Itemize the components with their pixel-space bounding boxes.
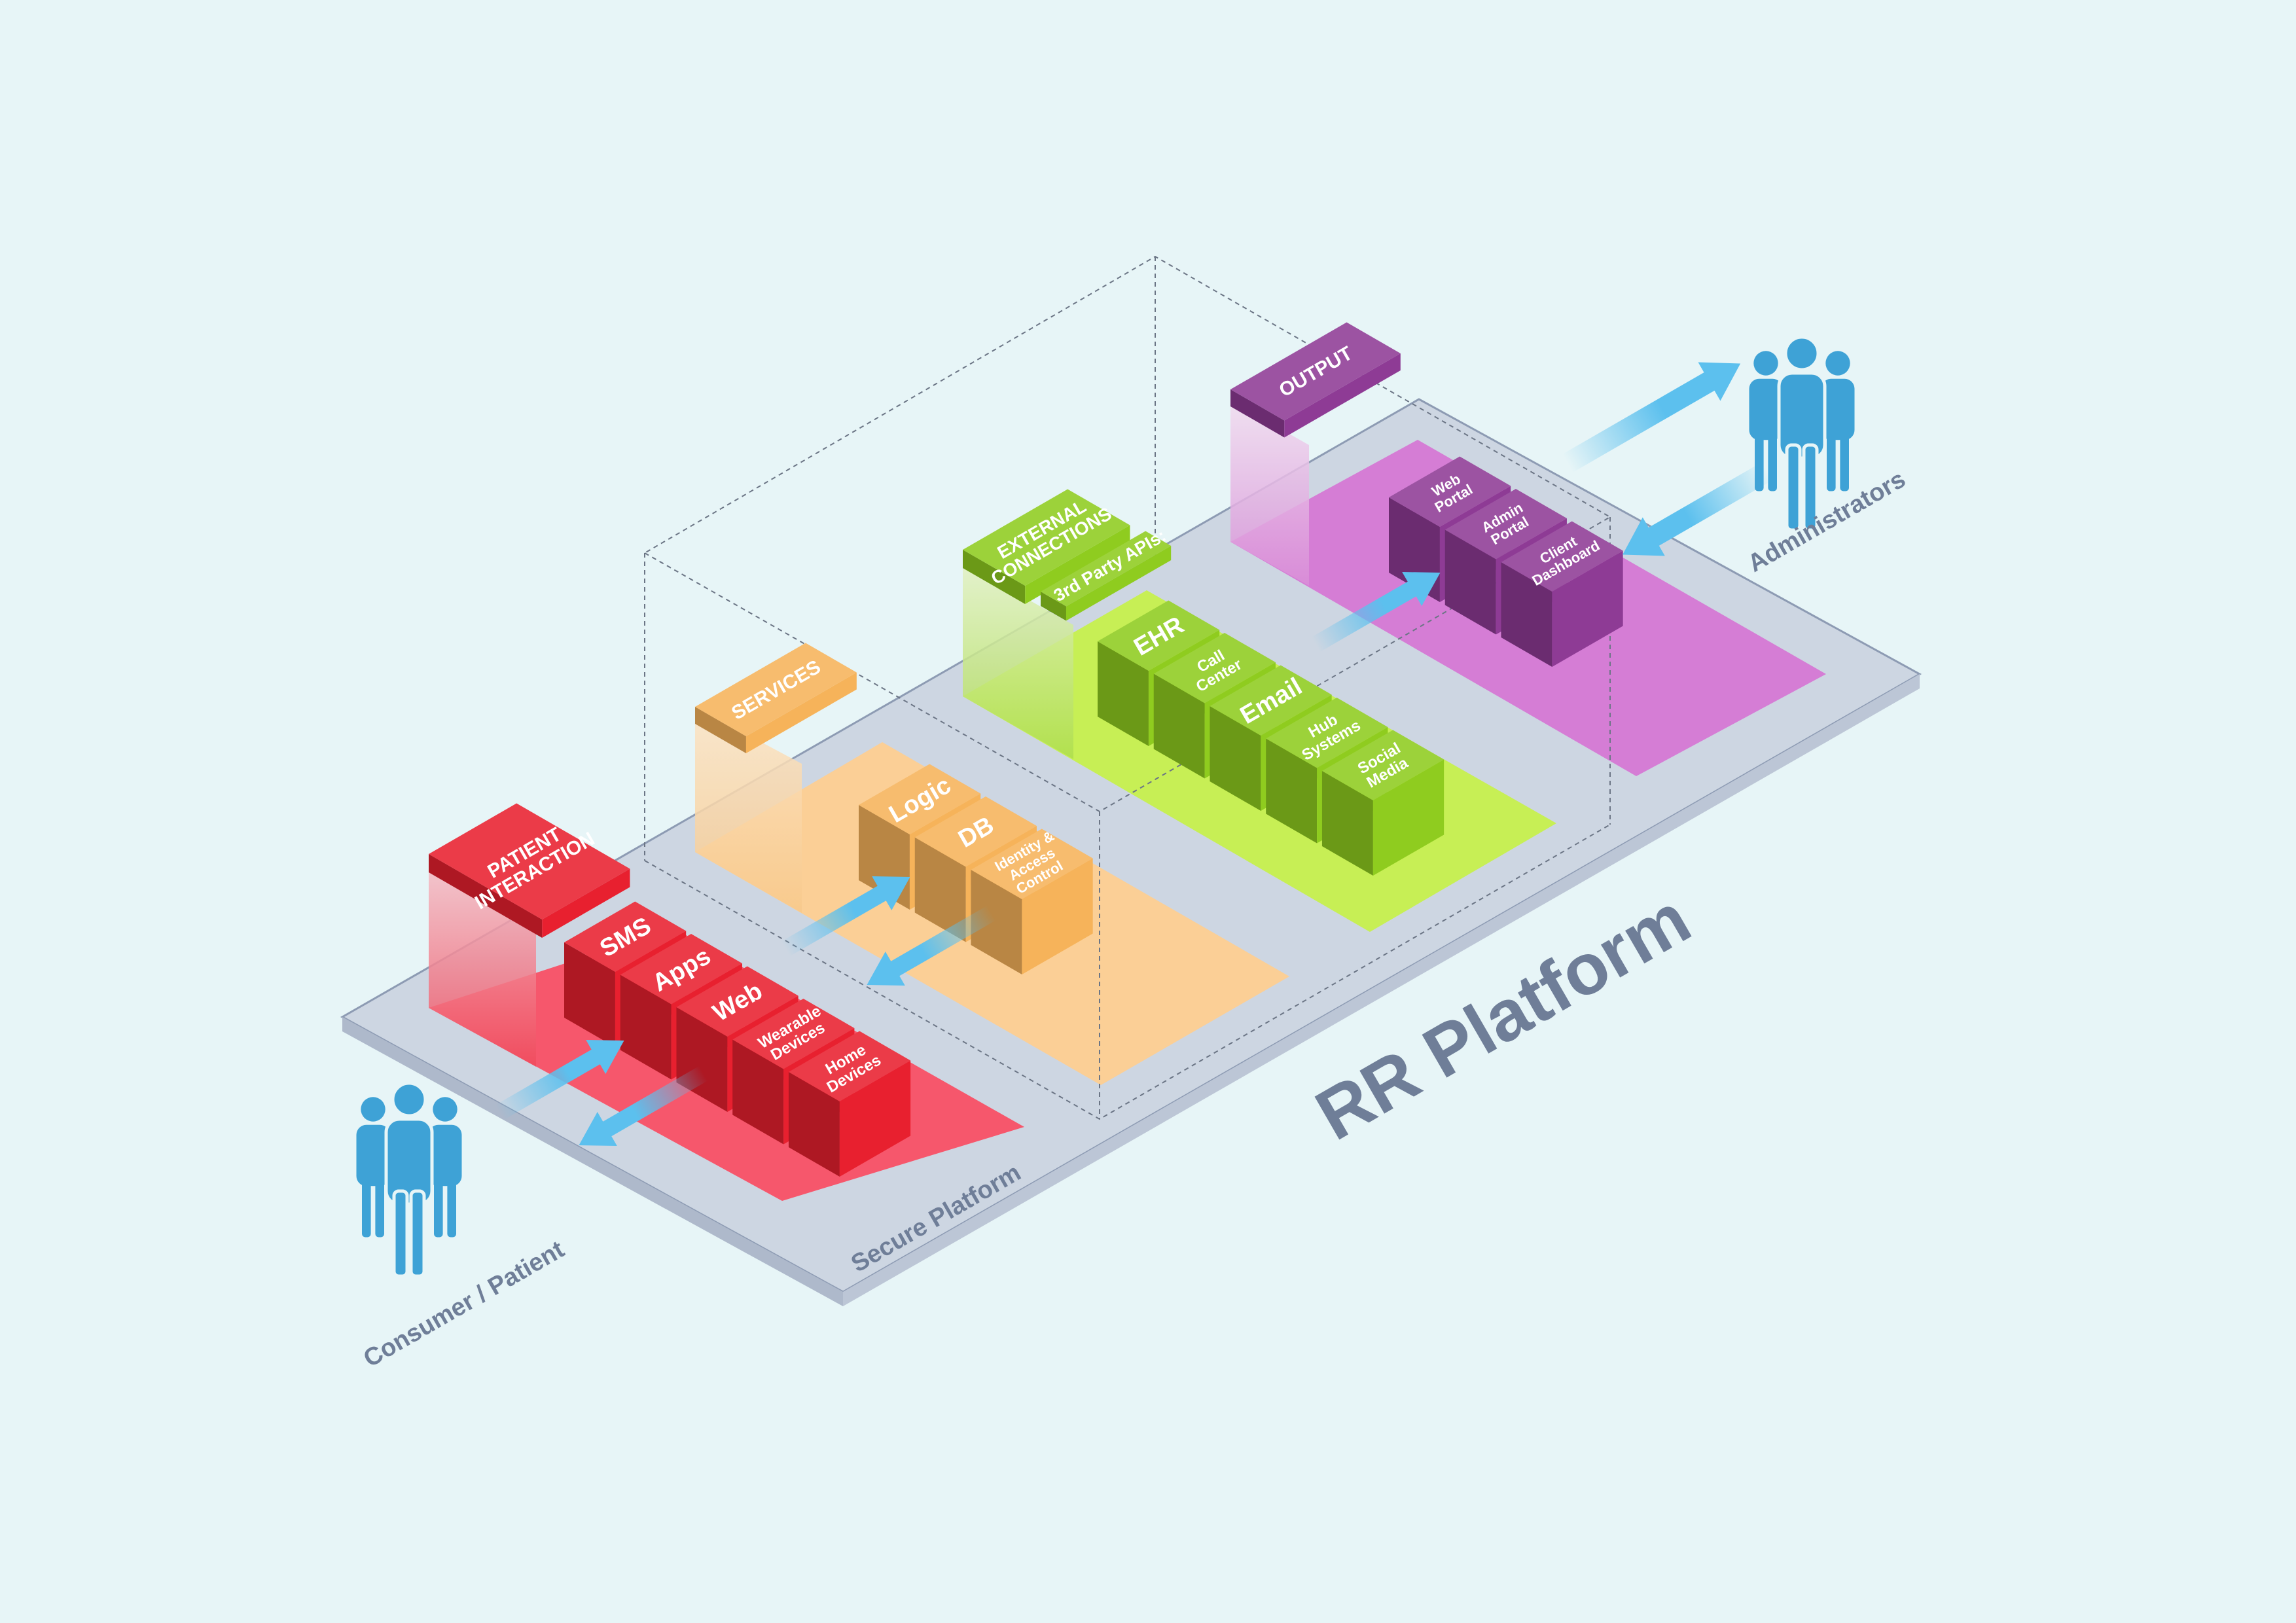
flow-arrows: [495, 362, 1772, 1146]
arrow-consumer-to-patient: [495, 1040, 624, 1120]
sections-external-block-4: SocialMedia: [1321, 730, 1444, 876]
header-patient: PATIENTINTERACTION: [429, 803, 630, 938]
sublabel-3rd-party: [1041, 531, 1172, 621]
header-services: SERVICES: [695, 643, 857, 753]
label-output: OUTPUT: [1230, 322, 1401, 438]
arrow-external-to-output: [1311, 572, 1441, 652]
consumer-label: Consumer / Patient: [359, 1236, 569, 1373]
label-services: SERVICES: [695, 643, 857, 753]
arrow-admin-in: [1562, 362, 1741, 473]
administrator-people-icon: [1749, 335, 1855, 532]
wall-external: [963, 563, 1073, 759]
arrow-patient-to-services: [781, 876, 910, 957]
arrow-services-to-patient: [867, 905, 996, 986]
consumer-people-icon: [356, 1081, 462, 1278]
sections-output-block-2: ClientDashboard: [1501, 521, 1623, 667]
header-output: OUTPUT: [1230, 322, 1401, 438]
label-patient-interaction: PATIENTINTERACTION: [429, 803, 630, 938]
arrow-patient-to-consumer: [579, 1065, 708, 1146]
wall-services: [695, 707, 802, 913]
wall-output: [1230, 401, 1309, 586]
arrow-admin-out: [1623, 462, 1772, 556]
sections-patient-block-4: HomeDevices: [788, 1031, 911, 1177]
